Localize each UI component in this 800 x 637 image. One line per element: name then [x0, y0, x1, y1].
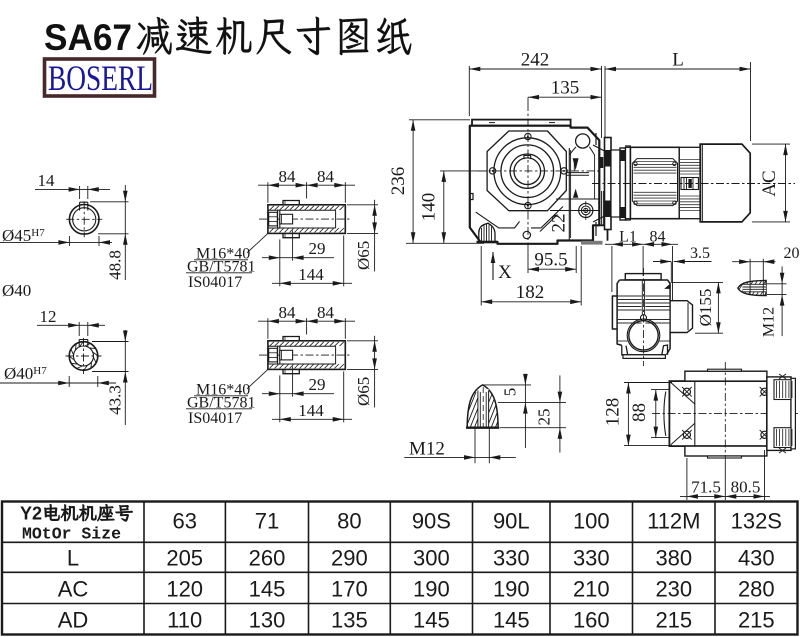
svg-text:190: 190	[413, 577, 450, 602]
svg-text:MOtOr Size: MOtOr Size	[22, 525, 121, 544]
svg-text:Ø65: Ø65	[354, 377, 373, 406]
svg-text:160: 160	[573, 608, 610, 633]
svg-text:29: 29	[309, 239, 326, 258]
svg-text:GB/T5781: GB/T5781	[187, 258, 255, 275]
svg-text:80: 80	[337, 509, 361, 534]
svg-text:112M: 112M	[647, 509, 700, 534]
svg-text:380: 380	[655, 546, 692, 571]
svg-text:12: 12	[40, 307, 57, 326]
svg-text:215: 215	[738, 608, 775, 633]
svg-text:260: 260	[249, 546, 286, 571]
svg-text:290: 290	[331, 546, 368, 571]
svg-text:Ø155: Ø155	[696, 289, 715, 327]
svg-text:GB/T5781: GB/T5781	[187, 394, 255, 411]
svg-text:Ø65: Ø65	[354, 241, 373, 270]
svg-text:205: 205	[166, 546, 203, 571]
svg-text:242: 242	[521, 50, 550, 71]
svg-text:Y2: Y2	[20, 504, 42, 524]
svg-text:330: 330	[493, 546, 530, 571]
svg-text:71: 71	[255, 509, 279, 534]
svg-text:330: 330	[573, 546, 610, 571]
svg-text:215: 215	[655, 608, 692, 633]
svg-text:L1: L1	[619, 228, 637, 245]
svg-text:236: 236	[388, 167, 409, 196]
svg-text:5: 5	[501, 388, 520, 397]
svg-text:84: 84	[650, 228, 666, 245]
svg-text:L: L	[672, 50, 684, 71]
svg-text:M12: M12	[409, 439, 445, 460]
svg-text:M12: M12	[761, 307, 778, 337]
svg-text:29: 29	[309, 375, 326, 394]
svg-text:145: 145	[413, 608, 450, 633]
svg-text:90L: 90L	[493, 509, 530, 534]
svg-text:M16*40: M16*40	[196, 245, 250, 262]
svg-text:88: 88	[629, 403, 650, 422]
svg-text:IS04017: IS04017	[188, 274, 242, 291]
svg-text:84: 84	[279, 167, 297, 186]
svg-text:145: 145	[249, 577, 286, 602]
svg-text:SA67: SA67	[44, 17, 132, 58]
svg-text:BOSERL: BOSERL	[48, 58, 153, 98]
svg-text:144: 144	[298, 401, 324, 420]
svg-text:48.8: 48.8	[106, 250, 125, 280]
svg-text:120: 120	[166, 577, 203, 602]
svg-text:M16*40: M16*40	[196, 381, 250, 398]
svg-text:210: 210	[573, 577, 610, 602]
svg-text:84: 84	[317, 167, 335, 186]
svg-text:140: 140	[419, 193, 440, 222]
svg-text:X: X	[498, 262, 512, 283]
svg-text:100: 100	[573, 509, 610, 534]
svg-text:20: 20	[784, 245, 800, 262]
svg-text:AC: AC	[759, 170, 780, 196]
svg-text:145: 145	[493, 608, 530, 633]
svg-text:110: 110	[167, 608, 202, 633]
svg-text:Ø40: Ø40	[2, 281, 31, 300]
svg-text:135: 135	[551, 78, 580, 99]
svg-text:80.5: 80.5	[731, 478, 761, 497]
svg-text:IS04017: IS04017	[188, 410, 242, 427]
svg-text:128: 128	[603, 398, 624, 427]
svg-text:300: 300	[413, 546, 450, 571]
svg-text:95.5: 95.5	[534, 250, 567, 271]
svg-text:AC: AC	[58, 577, 89, 602]
svg-text:25: 25	[535, 409, 554, 426]
svg-text:43.3: 43.3	[106, 385, 125, 415]
svg-text:3.5: 3.5	[690, 245, 710, 262]
svg-text:90S: 90S	[412, 509, 451, 534]
svg-text:84: 84	[279, 303, 297, 322]
svg-text:144: 144	[298, 265, 324, 284]
svg-text:L: L	[67, 546, 79, 571]
svg-text:71.5: 71.5	[691, 478, 721, 497]
svg-text:182: 182	[516, 282, 545, 303]
svg-text:14: 14	[38, 171, 56, 190]
svg-text:63: 63	[172, 509, 196, 534]
svg-text:84: 84	[317, 303, 335, 322]
svg-text:130: 130	[249, 608, 286, 633]
svg-text:AD: AD	[58, 608, 89, 633]
svg-text:430: 430	[738, 546, 775, 571]
svg-text:135: 135	[331, 608, 368, 633]
svg-text:190: 190	[493, 577, 530, 602]
svg-text:230: 230	[655, 577, 692, 602]
svg-text:170: 170	[331, 577, 368, 602]
svg-text:22: 22	[549, 214, 570, 233]
svg-text:132S: 132S	[731, 509, 782, 534]
svg-text:280: 280	[738, 577, 775, 602]
